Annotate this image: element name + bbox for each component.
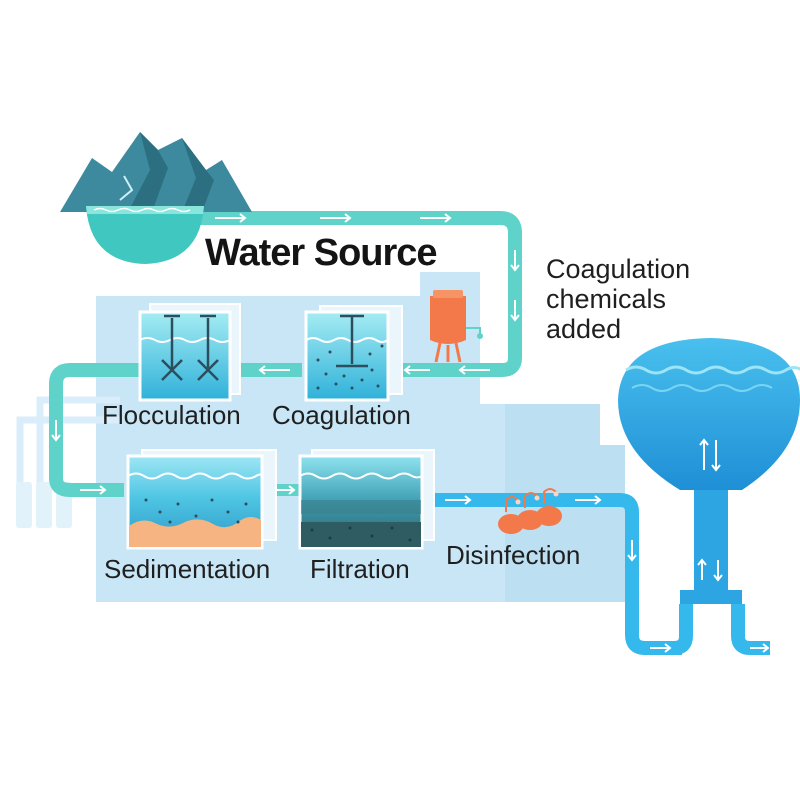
flocculation-label: Flocculation [102, 400, 241, 430]
disinfection-label: Disinfection [446, 540, 581, 570]
sedimentation-label: Sedimentation [104, 554, 271, 584]
outflow-pipe-arrows [277, 485, 672, 653]
water-tower-icon [618, 338, 800, 655]
outflow-pipe [432, 493, 682, 655]
filtration-tank [298, 449, 435, 550]
chemical-tank-icon [430, 290, 483, 363]
mountain-icon [60, 132, 252, 212]
coagulation-label: Coagulation [272, 400, 411, 430]
coagulation-tank [304, 305, 403, 402]
chemicals-label-line-3: added [546, 314, 622, 344]
mixer-icon [336, 314, 368, 368]
filtration-label: Filtration [310, 554, 410, 584]
water-source [60, 132, 252, 264]
water-source-title: Water Source [205, 232, 438, 274]
inflow-pipe [175, 211, 522, 377]
inflow-pipe-arrows [51, 213, 520, 495]
lake [86, 206, 204, 264]
chemicals-label-line-2: chemicals [546, 284, 667, 314]
mixer-icon [161, 314, 219, 381]
sedimentation-tank [126, 449, 277, 550]
chemicals-label-line-1: Coagulation [546, 254, 691, 284]
flocculation-tank [138, 303, 241, 402]
chlorine-tank-icon [498, 488, 562, 534]
